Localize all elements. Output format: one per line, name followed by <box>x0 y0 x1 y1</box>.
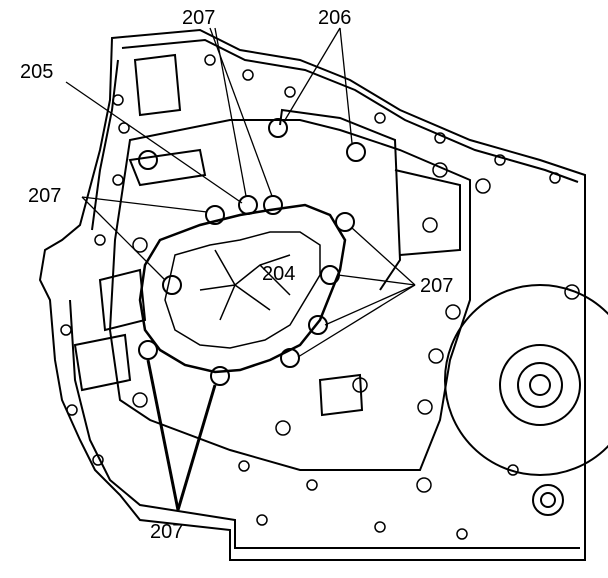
leader-lines <box>65 27 416 511</box>
separator-plate <box>138 203 347 374</box>
callout-206: 206 <box>318 7 351 29</box>
callout-207-bottom: 207 <box>150 521 183 543</box>
converter-hub <box>444 284 608 516</box>
callout-207-left: 207 <box>28 185 61 207</box>
callout-labels: 207 206 205 207 204 207 207 <box>20 7 453 543</box>
valve-body-plate <box>73 53 471 471</box>
callout-207-top: 207 <box>182 7 215 29</box>
callout-207-right: 207 <box>420 275 453 297</box>
callout-204: 204 <box>262 263 295 285</box>
valve-bolts <box>138 118 366 386</box>
other-bolts <box>132 162 580 493</box>
callout-205: 205 <box>20 61 53 83</box>
case-holes <box>60 54 561 540</box>
